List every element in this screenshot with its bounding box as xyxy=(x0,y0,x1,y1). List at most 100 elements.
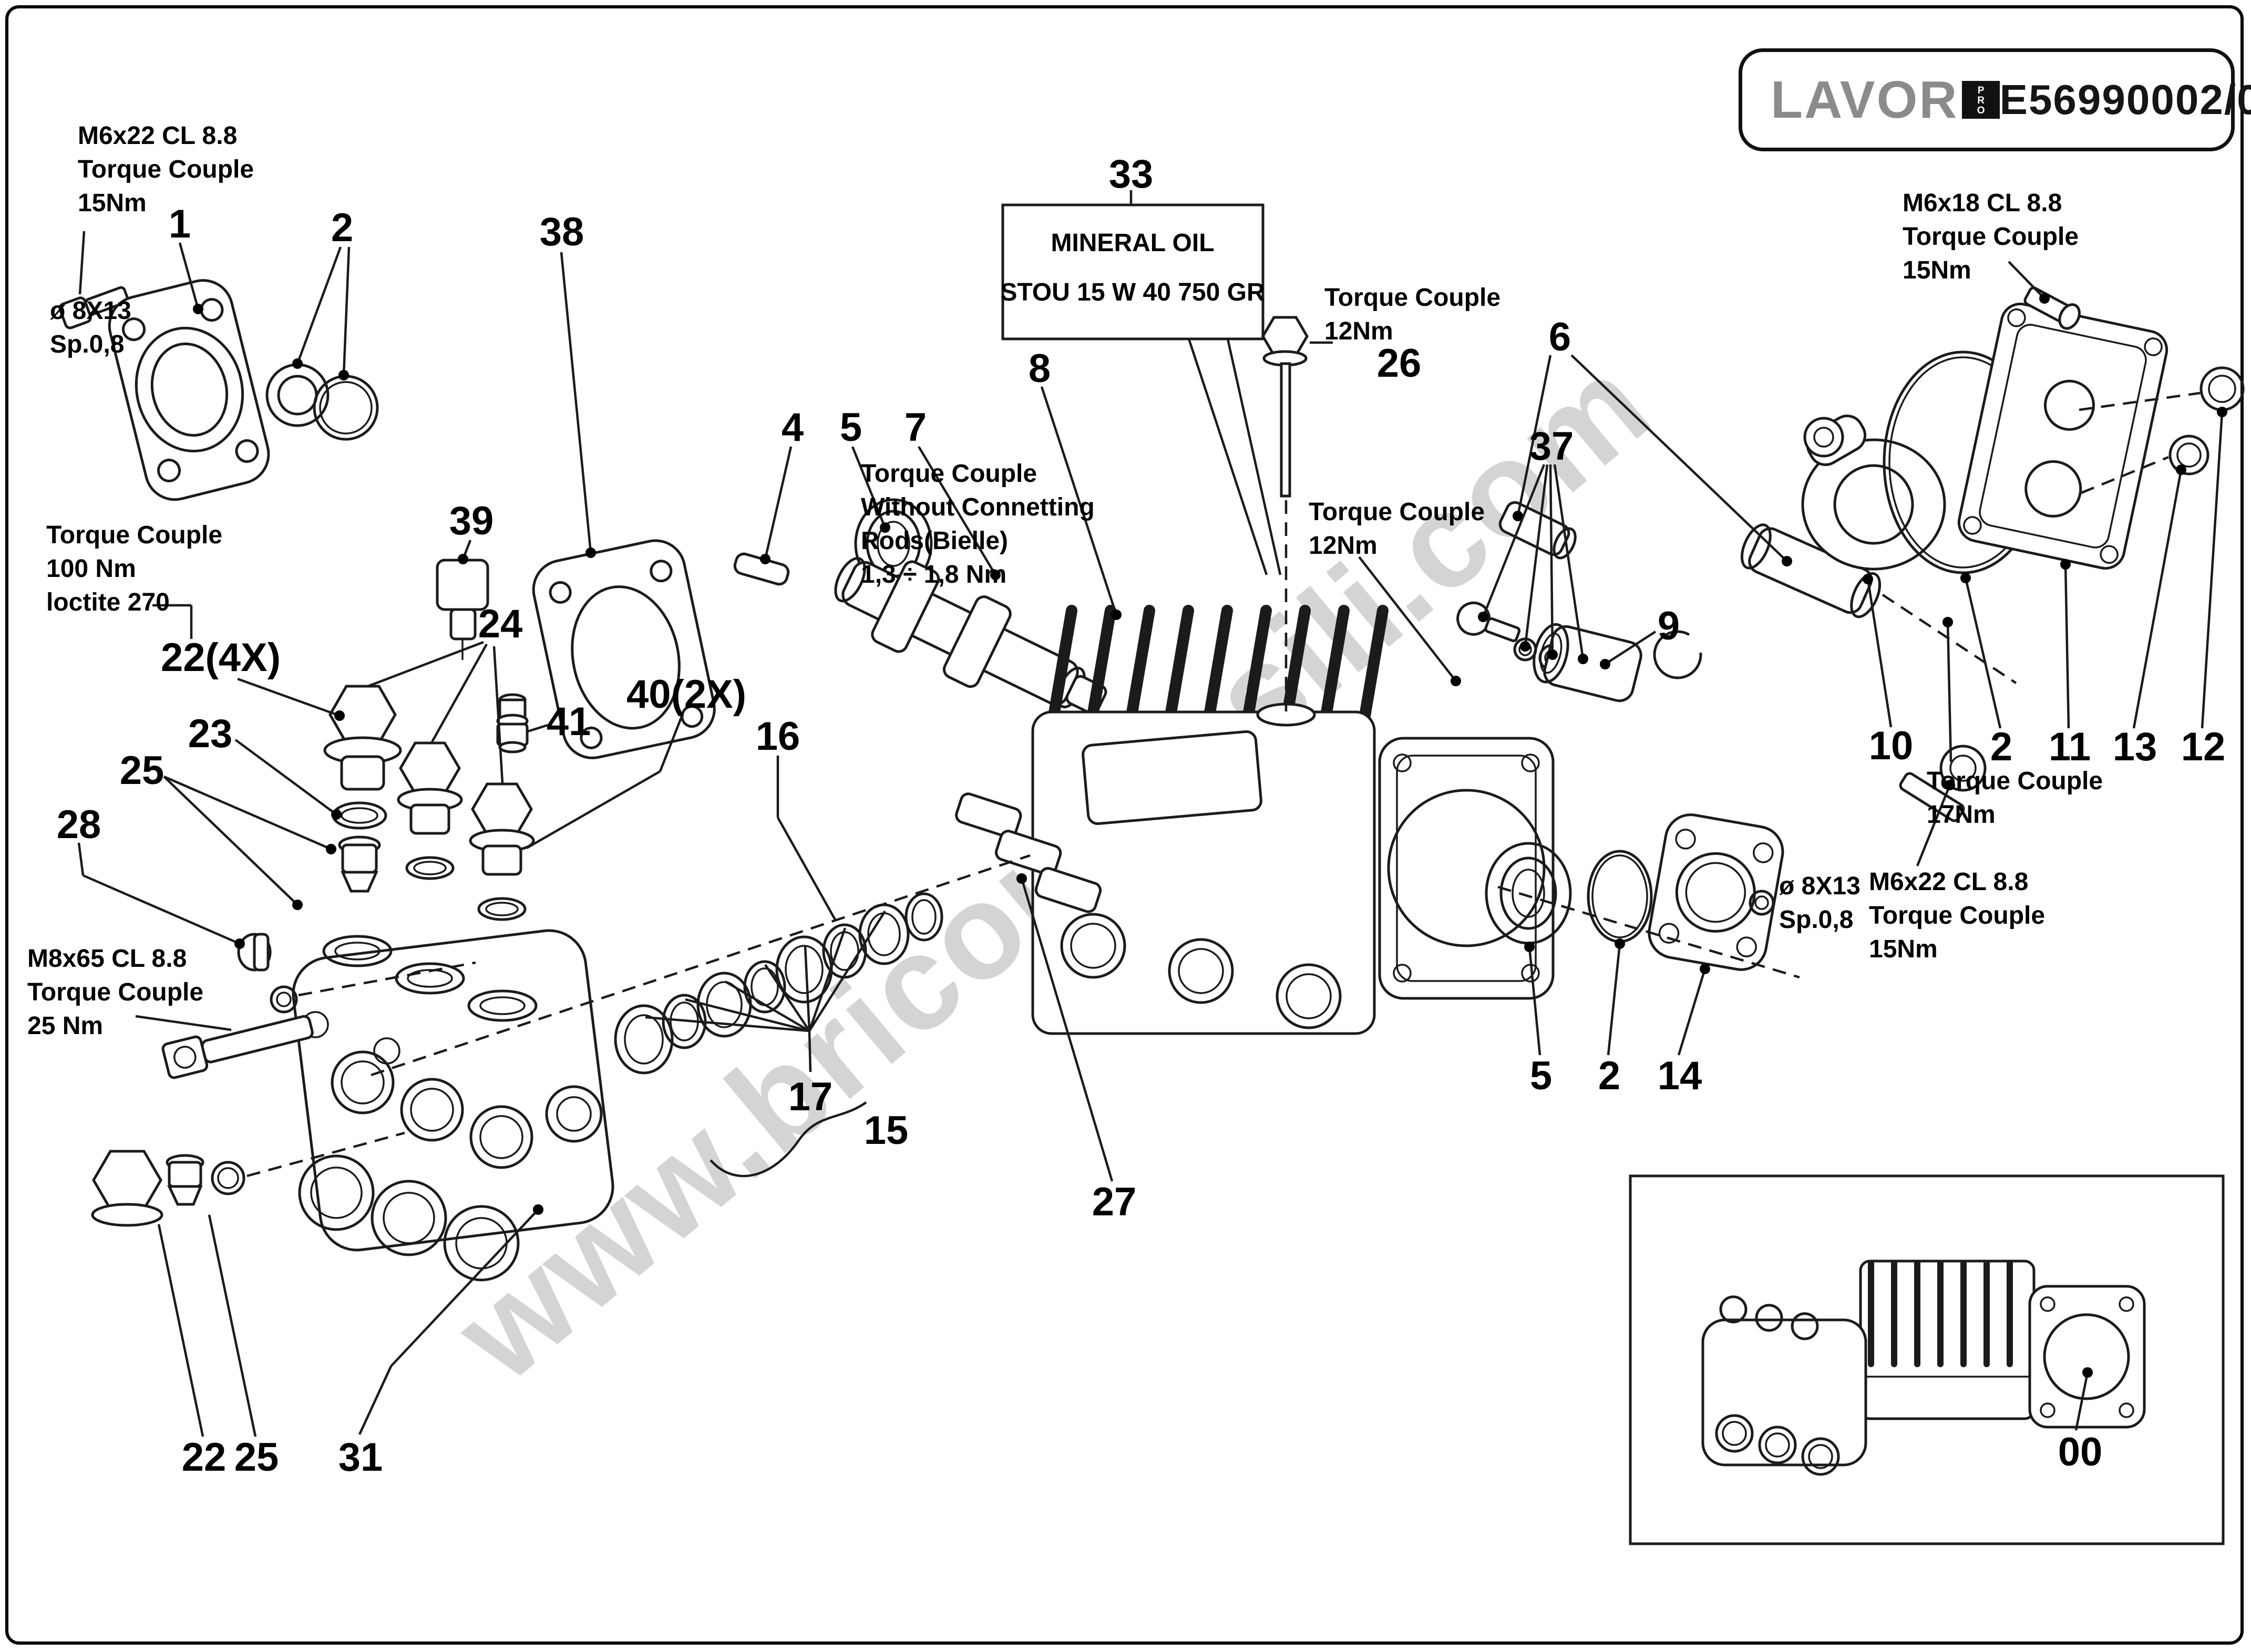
snap-ring-part9 xyxy=(1653,630,1702,679)
leader-line-40 xyxy=(367,641,484,688)
leader-dot-16 xyxy=(1782,556,1792,566)
leader-lines-layer xyxy=(77,190,2227,1437)
leader-dot-21 xyxy=(1600,659,1610,669)
leader-line-47 xyxy=(777,817,837,922)
part-label-00-35: 00 xyxy=(2058,1430,2103,1474)
leader-line-41 xyxy=(431,643,488,743)
part-label-25-20: 25 xyxy=(120,748,165,793)
leader-line-6 xyxy=(764,446,793,560)
leader-dot-56 xyxy=(1016,873,1027,884)
leader-dot-64 xyxy=(2082,1367,2093,1378)
leader-dot-3 xyxy=(338,370,349,380)
leader-line-29 xyxy=(2008,261,2046,300)
leader-line-26 xyxy=(2132,469,2183,729)
part-label-39-3: 39 xyxy=(449,499,494,543)
leader-dot-31 xyxy=(1524,942,1535,952)
leader-line-56 xyxy=(1020,878,1114,1182)
leader-line-53 xyxy=(808,927,847,1031)
leader-line-18 xyxy=(1524,464,1549,647)
leader-dot-22 xyxy=(1451,676,1461,686)
leader-dot-26 xyxy=(2176,464,2186,475)
parts-artwork xyxy=(58,279,2245,1282)
flange-part1-drawing xyxy=(108,279,270,501)
leader-dot-28 xyxy=(1942,617,1953,627)
mineral-oil-line1: MINERAL OIL xyxy=(1051,229,1214,257)
leader-line-21 xyxy=(1604,631,1657,665)
part-label-14-31: 14 xyxy=(1658,1054,1702,1098)
leader-line-57 xyxy=(77,842,85,876)
capnut-part13-drawing xyxy=(2168,435,2209,476)
valve-cap-part24b-drawing xyxy=(397,741,463,880)
part-label-2-14: 2 xyxy=(1990,725,2012,769)
valve-part25-drawing xyxy=(338,835,381,893)
valve-cap-part22-drawing xyxy=(323,685,402,791)
part-label-33-8: 33 xyxy=(1109,152,1154,197)
leader-dot-4 xyxy=(585,548,596,558)
inset-box xyxy=(1629,1174,2225,1545)
leader-line-42 xyxy=(492,646,504,783)
leader-dot-2 xyxy=(292,358,303,369)
leader-line-19 xyxy=(1549,464,1554,655)
part-label-2-1: 2 xyxy=(331,205,353,250)
cover-part11-drawing xyxy=(1957,302,2168,570)
leader-line-16 xyxy=(1570,354,1788,562)
leader-line-1 xyxy=(178,242,200,309)
part-label-11-15: 11 xyxy=(2049,725,2091,769)
leader-line-44 xyxy=(659,712,685,772)
plug-part28-drawing xyxy=(237,933,272,972)
leader-line-8 xyxy=(918,446,996,576)
leader-line-59 xyxy=(135,1015,232,1031)
dipstick-part26-drawing xyxy=(1261,316,1309,498)
leader-line-60 xyxy=(157,1224,204,1437)
mineral-oil-box: MINERAL OIL STOU 15 W 40 750 GR xyxy=(1000,203,1265,340)
leader-line-64 xyxy=(2074,1372,2089,1431)
part-label-10-13: 10 xyxy=(1869,724,1914,768)
brand-logo: LAVOR xyxy=(1771,70,1959,129)
leader-line-71 xyxy=(1882,594,2017,684)
leader-line-38 xyxy=(163,775,332,851)
leader-dot-29 xyxy=(2039,293,2050,304)
leader-dot-18 xyxy=(1520,641,1530,652)
leader-dot-58 xyxy=(234,938,245,949)
leader-dot-1 xyxy=(193,304,203,314)
leader-line-3 xyxy=(342,246,351,376)
leader-dot-33 xyxy=(1700,964,1710,974)
part-label-7-6: 7 xyxy=(904,405,927,450)
part-label-6-10: 6 xyxy=(1549,315,1571,359)
leader-line-43 xyxy=(527,724,548,733)
leader-dot-20 xyxy=(1578,654,1588,664)
part-label-25-33: 25 xyxy=(234,1435,279,1480)
part-label-15-27: 15 xyxy=(864,1108,909,1153)
part-label-41-22: 41 xyxy=(547,699,591,744)
leader-line-0 xyxy=(78,231,86,295)
leader-line-67 xyxy=(1497,885,1800,979)
mineral-oil-line2: STOU 15 W 40 750 GR xyxy=(1000,278,1265,306)
part-label-17-26: 17 xyxy=(788,1075,833,1119)
leader-dot-15 xyxy=(1513,511,1523,521)
leader-dot-37 xyxy=(331,809,342,820)
leader-dot-19 xyxy=(1547,649,1558,660)
seal-and-oring-part2-left xyxy=(265,363,379,441)
leader-line-31 xyxy=(1528,946,1541,1056)
part-label-9-12: 9 xyxy=(1658,604,1680,648)
leader-line-45 xyxy=(526,770,661,849)
part-label-27-28: 27 xyxy=(1092,1180,1137,1224)
bolt-m6x18-drawing xyxy=(2023,286,2081,330)
manifold-part31-drawing xyxy=(292,929,614,1282)
leader-line-25 xyxy=(2064,564,2070,729)
gasket-part38-drawing xyxy=(532,539,716,759)
crankcase-part8-drawing xyxy=(1031,605,1555,1035)
leader-line-58 xyxy=(83,874,240,945)
leader-dot-24 xyxy=(1960,573,1971,583)
part-label-13-16: 13 xyxy=(2113,725,2157,769)
valve-part25b-drawing xyxy=(166,1154,204,1206)
